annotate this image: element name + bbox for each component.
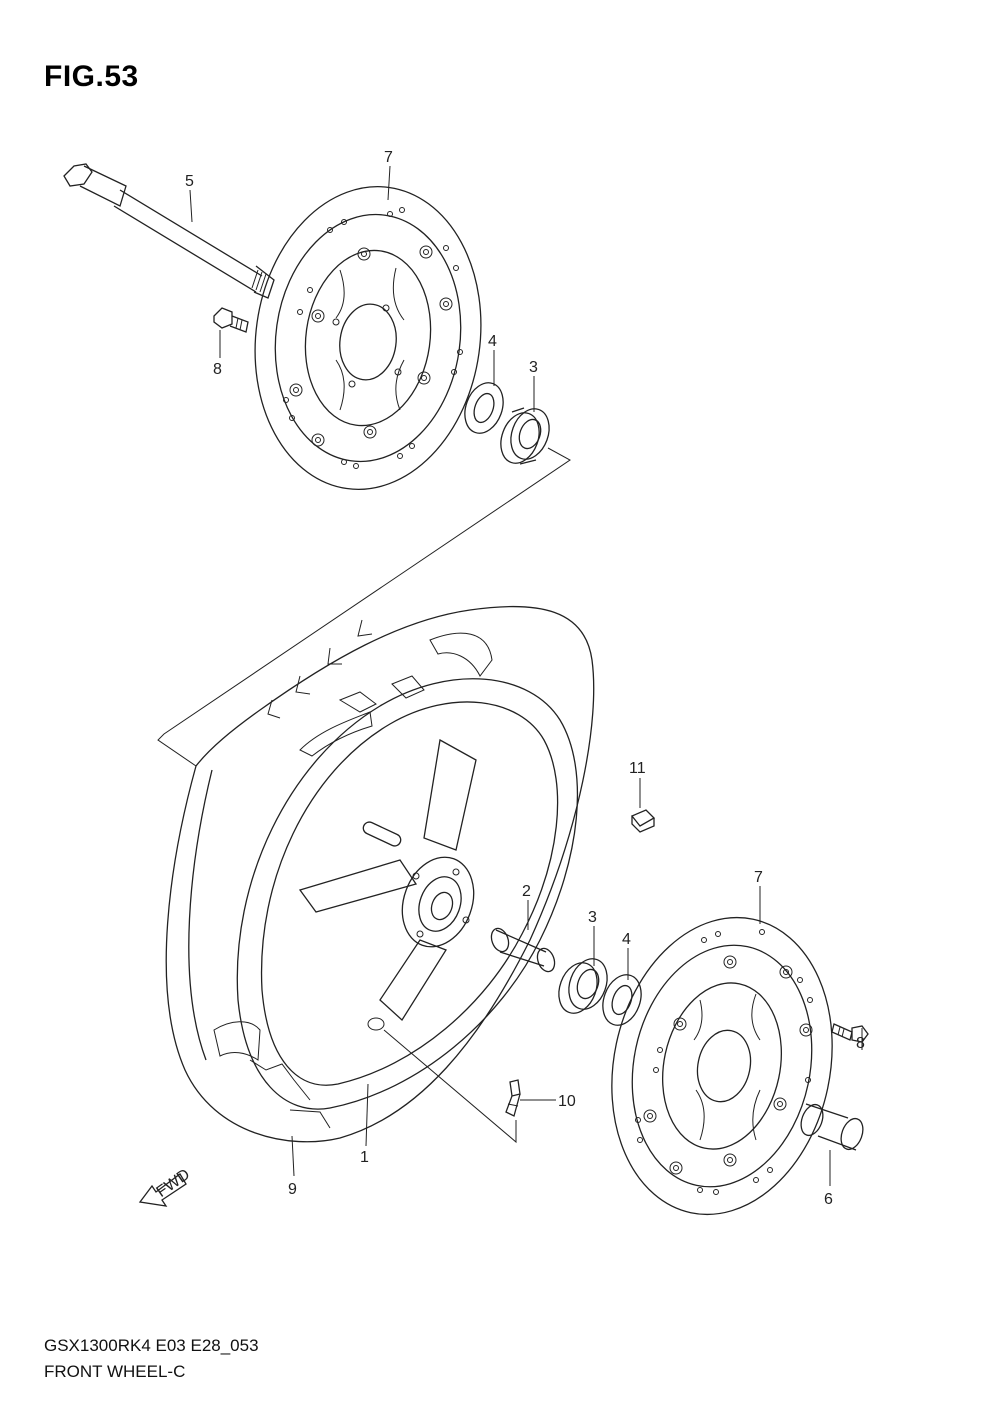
disc-bolt-lower (831, 1023, 869, 1043)
figure-title: FIG.53 (44, 60, 139, 93)
callout-3-upper: 3 (529, 359, 538, 376)
callout-2: 2 (522, 883, 531, 900)
callout-6: 6 (824, 1191, 833, 1208)
model-code: GSX1300RK4 E03 E28_053 (44, 1336, 259, 1355)
diagram-name: FRONT WHEEL-C (44, 1362, 186, 1381)
callout-4-upper: 4 (488, 333, 497, 350)
spacer (490, 927, 556, 973)
brake-disc-upper (254, 186, 482, 490)
callout-7-lower: 7 (754, 869, 763, 886)
bearing-upper (500, 407, 550, 465)
balancer-weight (630, 809, 656, 833)
callout-labels: 7 5 8 4 3 11 2 3 4 7 8 10 1 9 6 (185, 149, 865, 1208)
callout-9: 9 (288, 1181, 297, 1198)
axle-collar (800, 1103, 864, 1151)
fwd-label: FWD (154, 1166, 194, 1201)
disc-bolt-upper (213, 307, 249, 333)
callout-1: 1 (360, 1149, 369, 1166)
callout-10: 10 (558, 1093, 576, 1110)
bearing-lower (558, 958, 608, 1014)
forward-arrow: FWD (138, 1166, 194, 1207)
callout-3-lower: 3 (588, 909, 597, 926)
front-axle (63, 163, 275, 299)
assembly-bracket-line (157, 447, 571, 767)
oil-seal-lower (602, 974, 642, 1026)
front-wheel-rim (236, 678, 579, 1110)
callout-4-lower: 4 (622, 931, 631, 948)
tire-valve (505, 1079, 521, 1117)
callout-7-upper: 7 (384, 149, 393, 166)
callout-5: 5 (185, 173, 194, 190)
front-tire (165, 605, 595, 1143)
oil-seal-upper (464, 382, 504, 434)
callout-8-lower: 8 (856, 1035, 865, 1052)
brake-disc-lower (611, 916, 833, 1216)
leader-lines (189, 165, 863, 1186)
callout-11: 11 (629, 760, 646, 777)
callout-8-upper: 8 (213, 361, 222, 378)
